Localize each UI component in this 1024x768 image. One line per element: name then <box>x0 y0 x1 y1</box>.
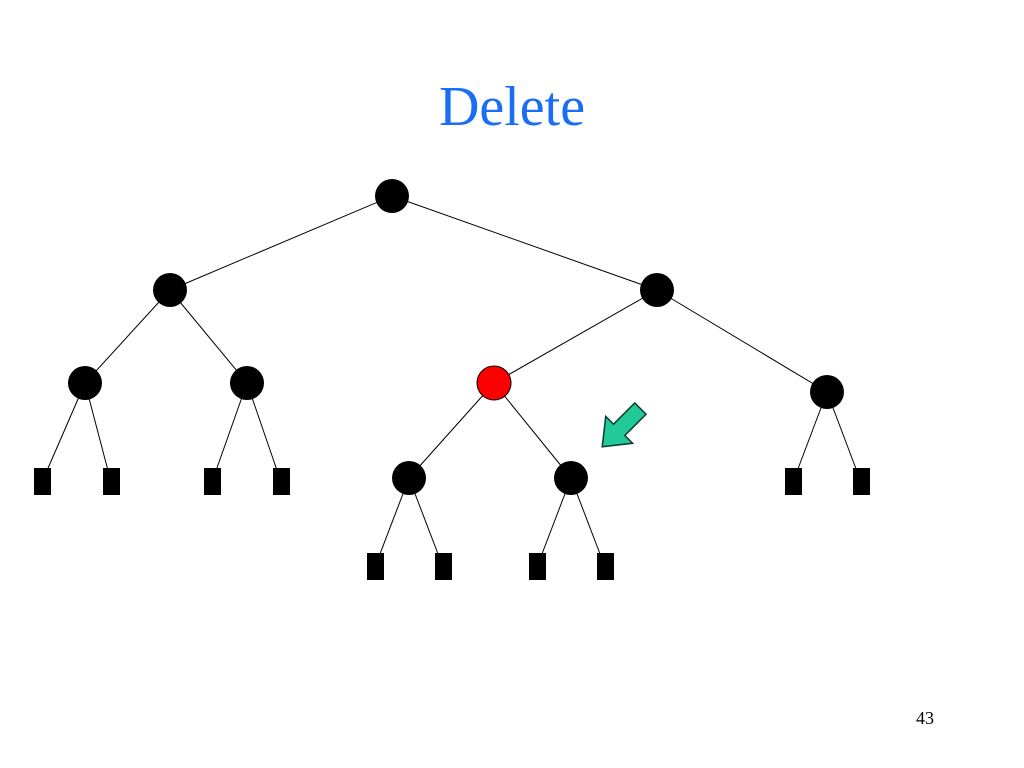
node-root <box>375 179 409 213</box>
edge-rl-rlr <box>493 382 572 479</box>
page-number: 43 <box>916 708 934 728</box>
node-right-left <box>476 365 512 401</box>
edge-ll-leaf2 <box>84 382 112 483</box>
leaf-node <box>367 553 384 580</box>
leaf-node <box>853 468 870 495</box>
leaf-node <box>273 468 290 495</box>
leaf-node <box>785 468 802 495</box>
leaf-node <box>435 553 452 580</box>
leaf-node <box>597 553 614 580</box>
node-right-right <box>810 375 844 409</box>
leaf-node <box>103 468 120 495</box>
edge-rl-rll <box>408 382 495 479</box>
edge-right-rightright <box>656 289 828 393</box>
edge-root-left <box>169 195 393 291</box>
arrow-down-left-icon <box>601 401 648 448</box>
node-left <box>153 273 187 307</box>
leaf-node <box>34 468 51 495</box>
edge-root-right <box>391 195 658 291</box>
edge-right-rightleft <box>493 289 658 384</box>
edge-ll-leaf1 <box>41 382 86 483</box>
tree-leaves <box>34 468 870 580</box>
node-right-left-right <box>554 461 588 495</box>
node-left-right <box>230 366 264 400</box>
slide-title: Delete <box>438 76 586 138</box>
edge-lr-leaf2 <box>246 382 282 483</box>
node-right-left-left <box>392 461 426 495</box>
edge-left-leftleft <box>84 289 171 384</box>
tree-edges <box>41 195 862 568</box>
node-left-left <box>68 366 102 400</box>
edge-lr-leaf1 <box>211 382 248 483</box>
leaf-node <box>529 553 546 580</box>
tree-nodes <box>68 179 844 495</box>
node-right <box>640 273 674 307</box>
edge-left-leftright <box>169 289 248 384</box>
leaf-node <box>204 468 221 495</box>
